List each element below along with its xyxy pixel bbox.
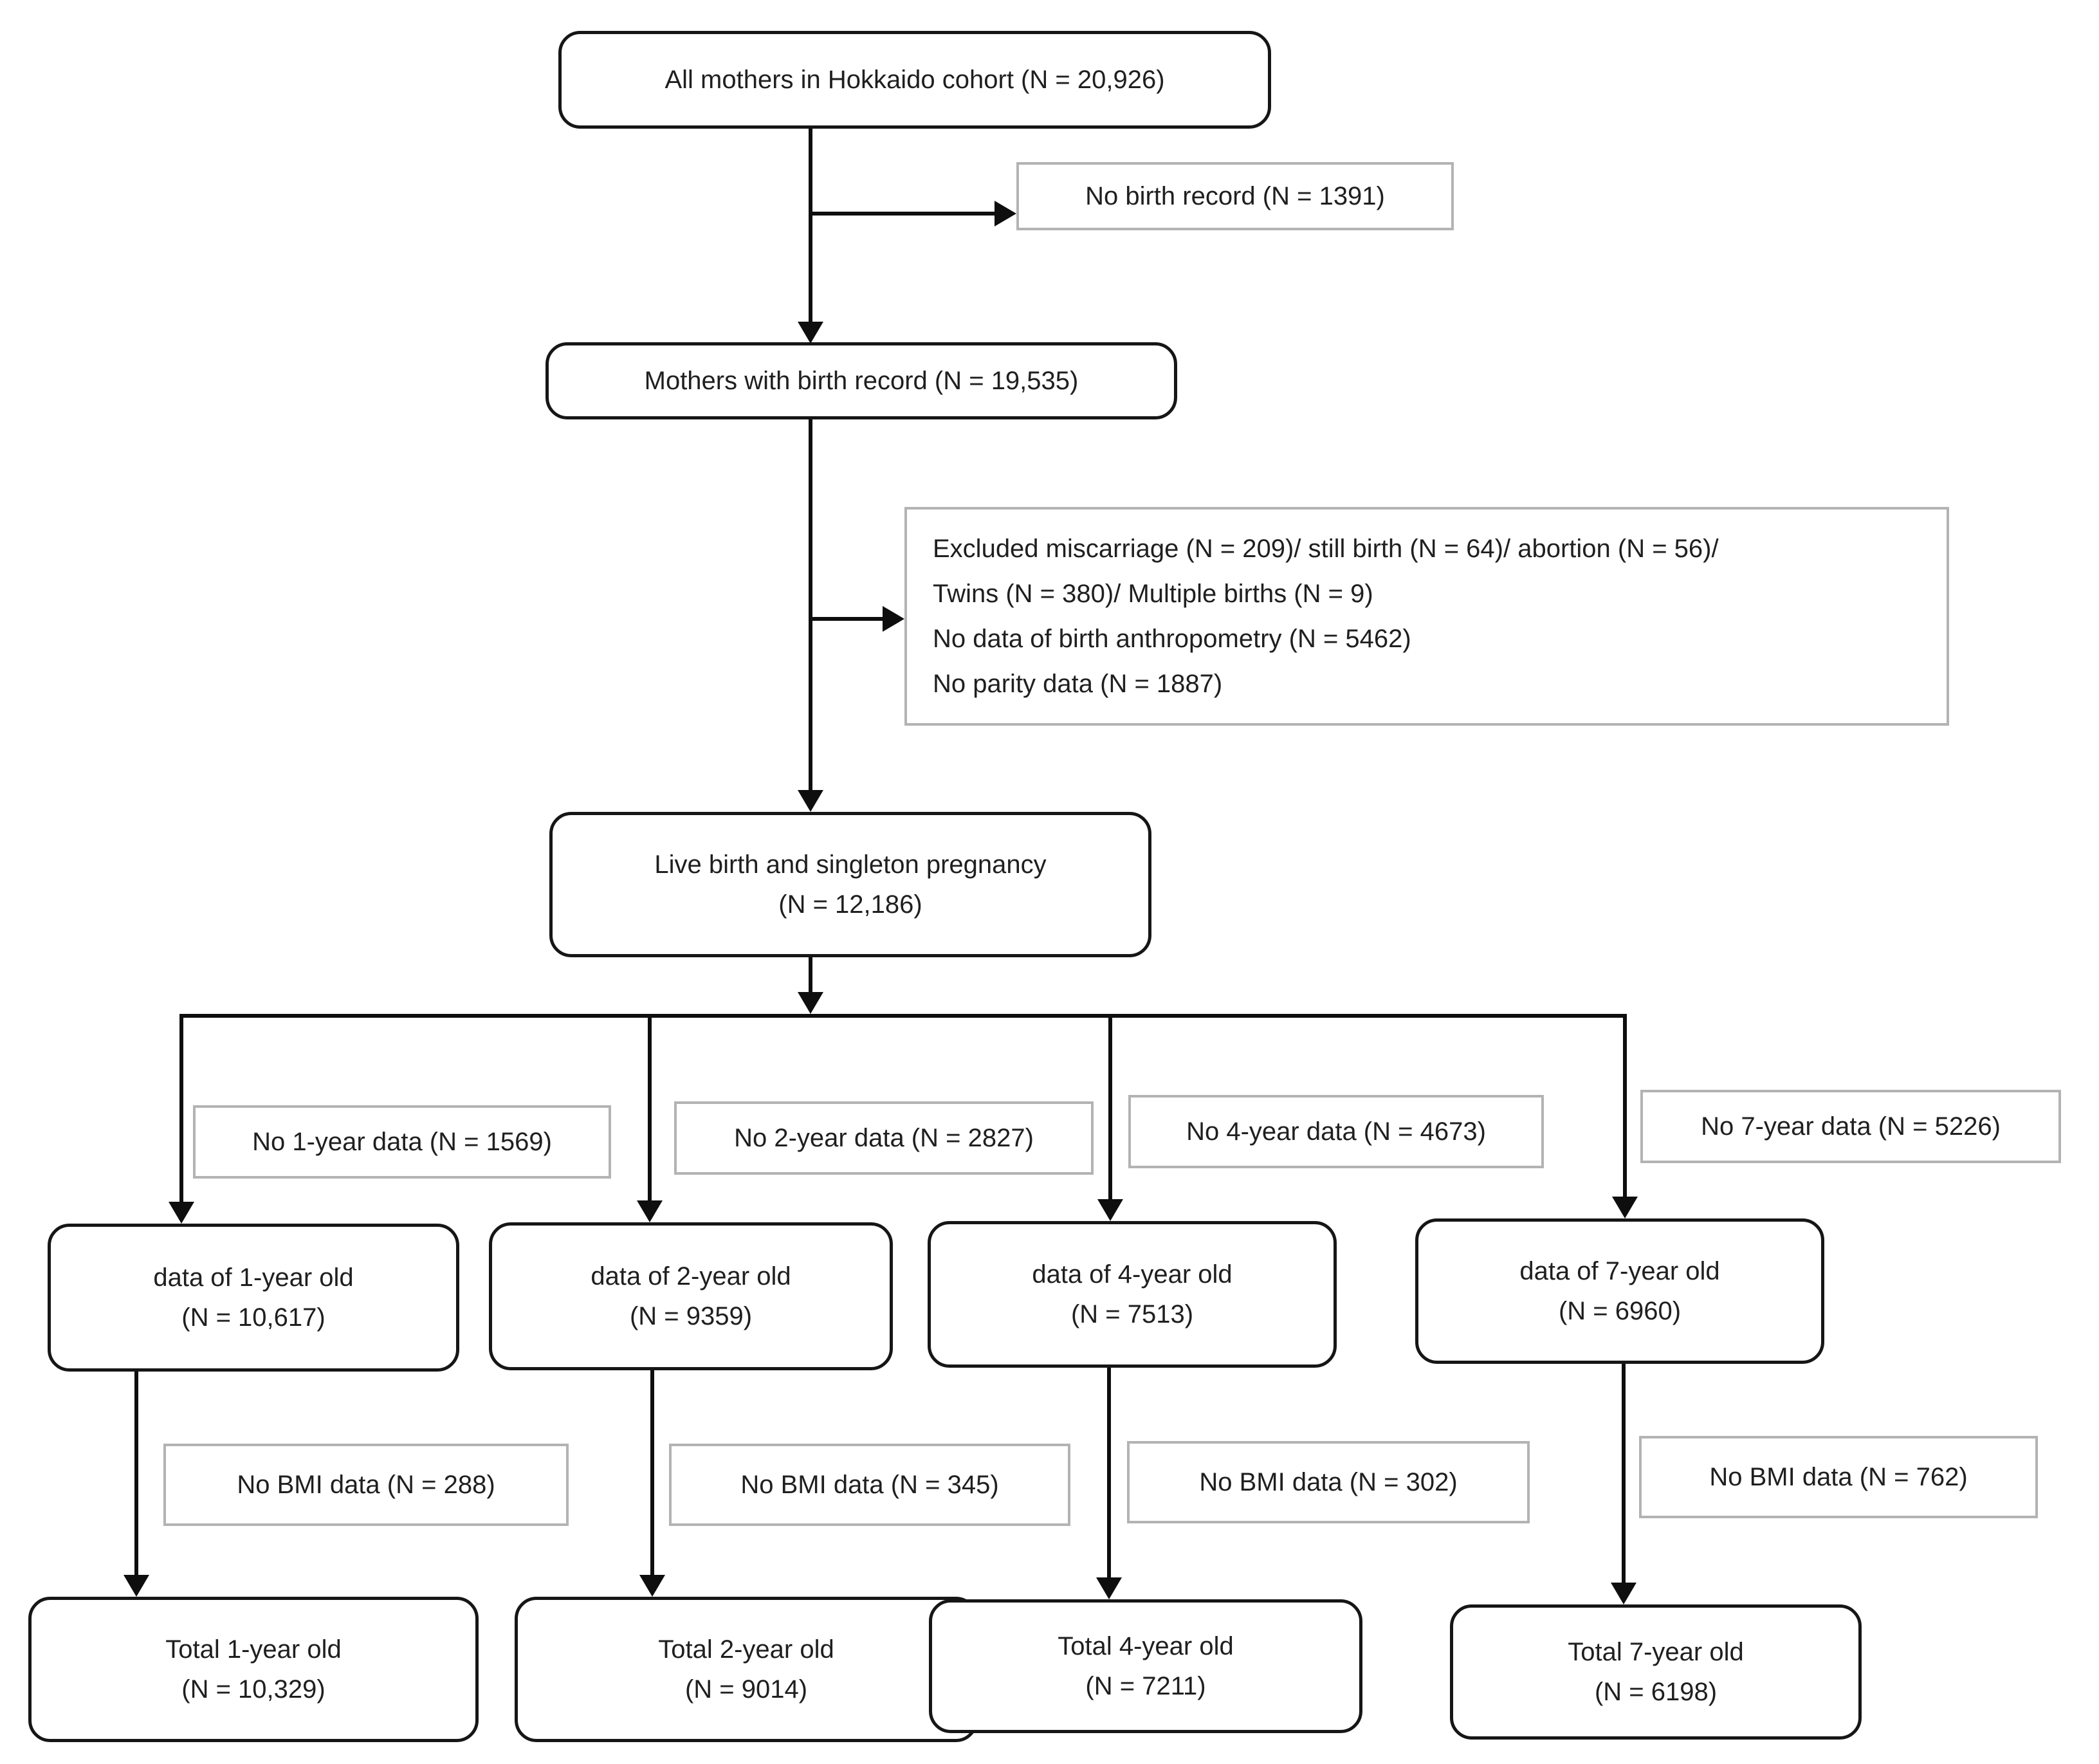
node-all-mothers-label: All mothers in Hokkaido cohort (N = 20,9…	[665, 66, 1165, 94]
node-mothers-with-birth-record-label: Mothers with birth record (N = 19,535)	[644, 367, 1079, 395]
node-no-2year-data: No 2-year data (N = 2827)	[674, 1101, 1094, 1175]
exclusions-line-1: Excluded miscarriage (N = 209)/ still bi…	[933, 535, 1719, 563]
down-arrowhead-icon	[639, 1575, 665, 1597]
node-total-1year: Total 1-year old (N = 10,329)	[28, 1597, 479, 1742]
connector-split-to-data-1year	[179, 1018, 183, 1203]
down-arrowhead-icon	[1097, 1199, 1123, 1221]
down-arrowhead-icon	[798, 790, 823, 812]
node-data-1year-n: (N = 10,617)	[181, 1303, 325, 1332]
right-arrowhead-icon	[883, 606, 904, 632]
node-data-4year: data of 4-year old (N = 7513)	[928, 1221, 1337, 1368]
node-no-1year-data: No 1-year data (N = 1569)	[193, 1105, 611, 1179]
node-data-4year-label: data of 4-year old	[1032, 1260, 1233, 1289]
node-total-2year-label: Total 2-year old	[658, 1635, 834, 1664]
node-live-birth-line2: (N = 12,186)	[778, 890, 922, 919]
connector-mothers-to-livebirth	[809, 419, 812, 791]
node-total-7year-n: (N = 6198)	[1594, 1678, 1718, 1706]
node-total-1year-n: (N = 10,329)	[181, 1675, 325, 1704]
node-all-mothers: All mothers in Hokkaido cohort (N = 20,9…	[558, 31, 1271, 129]
connector-to-exclusions	[811, 617, 884, 621]
connector-allmothers-to-mothers	[809, 129, 812, 324]
node-live-birth-singleton: Live birth and singleton pregnancy (N = …	[549, 812, 1151, 957]
node-no-bmi-2year-label: No BMI data (N = 345)	[740, 1471, 999, 1499]
node-no-bmi-1year-label: No BMI data (N = 288)	[237, 1471, 495, 1499]
node-total-7year: Total 7-year old (N = 6198)	[1450, 1604, 1862, 1740]
down-arrowhead-icon	[637, 1200, 663, 1222]
node-data-7year-n: (N = 6960)	[1558, 1297, 1682, 1325]
connector-to-no-birth-record	[811, 212, 996, 216]
down-arrowhead-icon	[798, 322, 823, 344]
node-no-birth-record-label: No birth record (N = 1391)	[1085, 182, 1385, 210]
node-total-7year-label: Total 7-year old	[1568, 1638, 1744, 1666]
exclusions-line-4: No parity data (N = 1887)	[933, 670, 1223, 698]
node-exclusions: Excluded miscarriage (N = 209)/ still bi…	[904, 507, 1949, 726]
node-data-2year-label: data of 2-year old	[591, 1262, 791, 1291]
down-arrowhead-icon	[1611, 1583, 1636, 1604]
node-no-bmi-4year: No BMI data (N = 302)	[1127, 1441, 1530, 1523]
connector-split-to-data-4year	[1108, 1018, 1112, 1200]
right-arrowhead-icon	[995, 201, 1016, 226]
exclusions-line-3: No data of birth anthropometry (N = 5462…	[933, 625, 1411, 653]
node-no-bmi-4year-label: No BMI data (N = 302)	[1199, 1468, 1458, 1496]
node-data-1year: data of 1-year old (N = 10,617)	[48, 1224, 459, 1372]
node-data-7year-label: data of 7-year old	[1519, 1257, 1720, 1285]
node-no-4year-data-label: No 4-year data (N = 4673)	[1186, 1117, 1486, 1146]
node-total-4year: Total 4-year old (N = 7211)	[929, 1599, 1362, 1733]
node-no-2year-data-label: No 2-year data (N = 2827)	[734, 1124, 1034, 1152]
node-no-bmi-7year: No BMI data (N = 762)	[1639, 1436, 2038, 1518]
node-no-birth-record: No birth record (N = 1391)	[1016, 162, 1454, 230]
down-arrowhead-icon	[1096, 1577, 1122, 1599]
node-live-birth-line1: Live birth and singleton pregnancy	[654, 850, 1047, 879]
node-no-bmi-2year: No BMI data (N = 345)	[669, 1444, 1070, 1526]
connector-data-to-total-2year	[650, 1370, 654, 1576]
connector-branch-distributor	[179, 1014, 1627, 1018]
down-arrowhead-icon	[798, 992, 823, 1014]
node-total-2year-n: (N = 9014)	[684, 1675, 808, 1704]
node-no-bmi-1year: No BMI data (N = 288)	[163, 1444, 569, 1526]
node-no-7year-data-label: No 7-year data (N = 5226)	[1701, 1112, 2001, 1141]
node-no-bmi-7year-label: No BMI data (N = 762)	[1709, 1463, 1968, 1491]
node-no-1year-data-label: No 1-year data (N = 1569)	[252, 1128, 552, 1156]
node-data-7year: data of 7-year old (N = 6960)	[1415, 1218, 1824, 1364]
node-data-2year: data of 2-year old (N = 9359)	[489, 1222, 893, 1370]
connector-split-to-data-7year	[1623, 1018, 1627, 1198]
node-data-1year-label: data of 1-year old	[153, 1263, 354, 1292]
node-data-4year-n: (N = 7513)	[1070, 1300, 1194, 1328]
node-no-4year-data: No 4-year data (N = 4673)	[1128, 1095, 1544, 1168]
node-mothers-with-birth-record: Mothers with birth record (N = 19,535)	[545, 342, 1177, 419]
node-no-7year-data: No 7-year data (N = 5226)	[1640, 1090, 2061, 1163]
connector-data-to-total-4year	[1107, 1368, 1111, 1579]
down-arrowhead-icon	[1612, 1197, 1638, 1218]
down-arrowhead-icon	[124, 1575, 149, 1597]
node-total-1year-label: Total 1-year old	[165, 1635, 342, 1664]
connector-livebirth-to-split	[809, 957, 812, 995]
node-total-4year-n: (N = 7211)	[1085, 1672, 1206, 1700]
node-total-4year-label: Total 4-year old	[1058, 1632, 1234, 1660]
exclusions-line-2: Twins (N = 380)/ Multiple births (N = 9)	[933, 580, 1373, 608]
connector-data-to-total-1year	[134, 1372, 138, 1576]
connector-split-to-data-2year	[648, 1018, 652, 1202]
down-arrowhead-icon	[169, 1202, 194, 1224]
node-data-2year-n: (N = 9359)	[629, 1302, 753, 1330]
node-total-2year: Total 2-year old (N = 9014)	[515, 1597, 978, 1742]
connector-data-to-total-7year	[1622, 1364, 1626, 1584]
